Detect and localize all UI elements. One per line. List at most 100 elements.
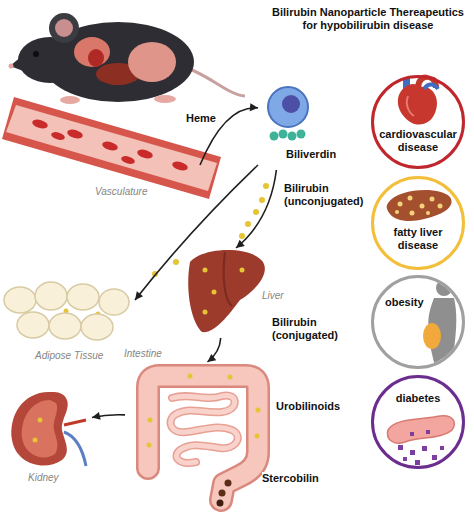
bilirubin-dot (147, 443, 152, 448)
bilirubin-dot (203, 310, 208, 315)
mouse-heart (88, 49, 104, 67)
red-blood-cell (101, 140, 119, 152)
disease-circle: diabetes (371, 375, 465, 469)
organ-label: Adipose Tissue (35, 350, 103, 362)
circle-outline-svg (371, 75, 465, 169)
fat-cell (17, 312, 49, 338)
belly-fat (423, 323, 441, 349)
fat-cell (67, 284, 99, 310)
granule (403, 457, 407, 461)
disease-name: cardiovascular disease (376, 128, 460, 154)
fatty-liver (387, 190, 452, 221)
blood-vessel (2, 97, 221, 199)
edge-label: Bilirubin (unconjugated) (284, 182, 370, 208)
granule (410, 432, 414, 436)
biliverdin-dot (279, 130, 288, 139)
circle-outline-svg (371, 375, 465, 469)
red-blood-cell (171, 160, 189, 172)
mouse-ear (49, 13, 79, 43)
adipose-tissue (4, 282, 129, 340)
mouse-foot (60, 96, 80, 104)
arrowhead (208, 354, 217, 362)
cell-nucleus (282, 95, 300, 113)
insulin-granules (398, 430, 444, 465)
vessel-region: Vasculature (5, 140, 200, 205)
small-intestine-outline (171, 395, 238, 462)
kidney (11, 392, 86, 466)
fat-droplet (410, 211, 415, 216)
granule (410, 450, 415, 455)
organ-label: Biliverdin (286, 148, 336, 161)
circle-outline (373, 377, 464, 468)
mouse-foot (154, 95, 176, 103)
arrowhead (92, 412, 101, 420)
stercobilin-dot (225, 480, 232, 487)
kidney-region: Kidney (2, 385, 92, 490)
fat-droplet (398, 202, 403, 207)
mouse-gut (128, 42, 176, 82)
edge-label-holder: Bilirubin (unconjugated) (284, 182, 370, 208)
disease-name: obesity (385, 296, 424, 309)
circle-outline-svg (371, 176, 465, 270)
connector-line (135, 165, 258, 300)
disease-circle: cardiovascular disease (371, 75, 465, 169)
fat-cell (4, 287, 36, 313)
kidney-shape (11, 392, 67, 466)
bilirubin-dot (259, 197, 265, 203)
connector-line (208, 338, 221, 362)
circle-outline (373, 277, 464, 368)
liver (188, 250, 265, 332)
bilirubin-dot (188, 374, 193, 379)
pulmonary-artery (424, 85, 438, 90)
label-holder: Urobilinoids (276, 400, 340, 413)
circle-outline (373, 77, 464, 168)
fat-droplet (408, 196, 413, 201)
bilirubin-dot (263, 183, 269, 189)
kidney-cortex (22, 400, 58, 457)
red-blood-cell (120, 155, 135, 166)
cell-body (268, 87, 308, 127)
bilirubin-dot (245, 221, 251, 227)
fat-cell (35, 282, 67, 310)
mouse-head (18, 37, 82, 83)
mouse-nose-tip (9, 64, 14, 69)
edge-label-holder: Bilirubin (conjugated) (272, 316, 344, 342)
circle-outline (373, 178, 464, 269)
organ-label: Kidney (28, 472, 59, 484)
disease-name: fatty liver disease (376, 226, 460, 252)
fat-droplet (438, 204, 443, 209)
heart-highlight (407, 96, 414, 116)
biliverdin-dot (288, 132, 297, 141)
bilirubin-dot (33, 438, 38, 443)
granule (398, 445, 403, 450)
arrowhead (250, 103, 258, 111)
disease-circle: fatty liver disease (371, 176, 465, 270)
pancreas (387, 416, 454, 444)
connector-line (236, 170, 276, 248)
bilirubin-dot (228, 375, 233, 380)
granule (422, 446, 427, 451)
colon (148, 376, 258, 500)
compound-label: Stercobilin (262, 472, 319, 485)
bilirubin-dot (38, 418, 43, 423)
heart (398, 84, 437, 124)
connector (208, 338, 221, 362)
fat-droplet (430, 197, 435, 202)
mouse-tail (192, 70, 245, 96)
edge-label: Bilirubin (conjugated) (272, 316, 344, 342)
vessel-lumen (6, 105, 217, 191)
organ-label: Liver (262, 290, 284, 302)
fatty-liver-picture (387, 190, 452, 221)
bilirubin-dot (256, 408, 261, 413)
bilirubin-dot (173, 259, 179, 265)
title-holder: Bilirubin Nanoparticle Thereapeutics for… (264, 6, 472, 32)
ureter (64, 432, 86, 466)
bilirubin-dot (203, 268, 208, 273)
obesity-picture (423, 280, 456, 372)
organ-label: Intestine (124, 348, 162, 360)
arrowhead (236, 240, 245, 248)
connector (135, 165, 258, 300)
stercobilin-dot (219, 490, 226, 497)
figure-title: Bilirubin Nanoparticle Thereapeutics for… (264, 6, 472, 32)
